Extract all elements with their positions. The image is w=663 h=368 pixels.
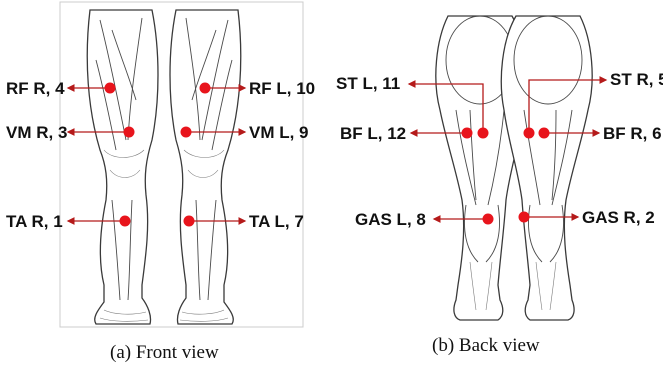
label-gas-r: GAS R, 2 <box>582 208 655 227</box>
sensor-dot <box>184 216 195 227</box>
sensor-dot <box>105 83 116 94</box>
label-vm-l: VM L, 9 <box>249 123 309 142</box>
back-right-leg-illustration <box>501 16 592 320</box>
back-view-caption: (b) Back view <box>432 335 540 356</box>
back-view-panel: ST L, 11 ST R, 5 BF L, 12 BF R, 6 GAS L,… <box>336 16 663 356</box>
label-gas-l: GAS L, 8 <box>355 210 426 229</box>
sensor-dot <box>519 212 530 223</box>
sensor-dot <box>200 83 211 94</box>
label-ta-l: TA L, 7 <box>249 212 304 231</box>
label-st-l: ST L, 11 <box>336 74 400 93</box>
label-st-r: ST R, 5 <box>610 70 663 89</box>
sensor-dot <box>483 214 494 225</box>
sensor-dot <box>524 128 535 139</box>
sensor-dot <box>181 127 192 138</box>
label-bf-l: BF L, 12 <box>340 124 406 143</box>
label-ta-r: TA R, 1 <box>6 212 63 231</box>
label-rf-r: RF R, 4 <box>6 79 65 98</box>
sensor-dot <box>539 128 550 139</box>
label-bf-r: BF R, 6 <box>603 124 662 143</box>
label-rf-l: RF L, 10 <box>249 79 315 98</box>
front-view-caption: (a) Front view <box>110 342 219 363</box>
sensor-dot <box>478 128 489 139</box>
label-vm-r: VM R, 3 <box>6 123 67 142</box>
front-view-panel: RF R, 4 RF L, 10 VM R, 3 VM L, 9 TA R, 1… <box>6 2 315 363</box>
sensor-dot <box>124 127 135 138</box>
sensor-dot <box>120 216 131 227</box>
sensor-dot <box>462 128 473 139</box>
